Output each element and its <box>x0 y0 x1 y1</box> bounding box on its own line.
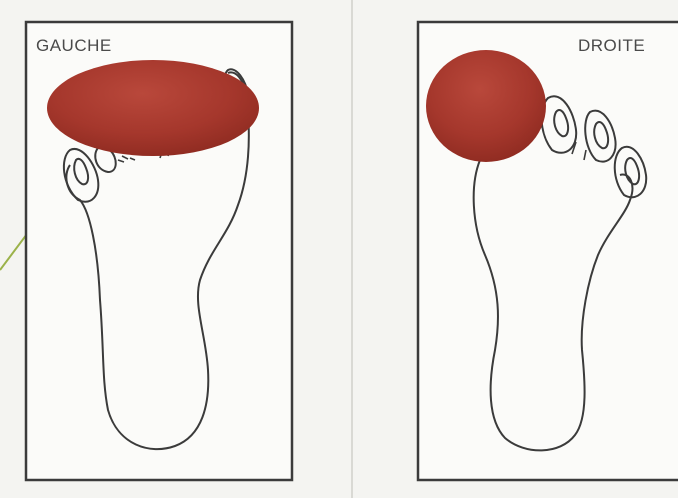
left-toes-highlight <box>47 60 259 156</box>
right-big-toe-highlight <box>426 50 546 162</box>
left-panel-label: GAUCHE <box>36 36 112 56</box>
right-panel-label: DROITE <box>578 36 645 56</box>
